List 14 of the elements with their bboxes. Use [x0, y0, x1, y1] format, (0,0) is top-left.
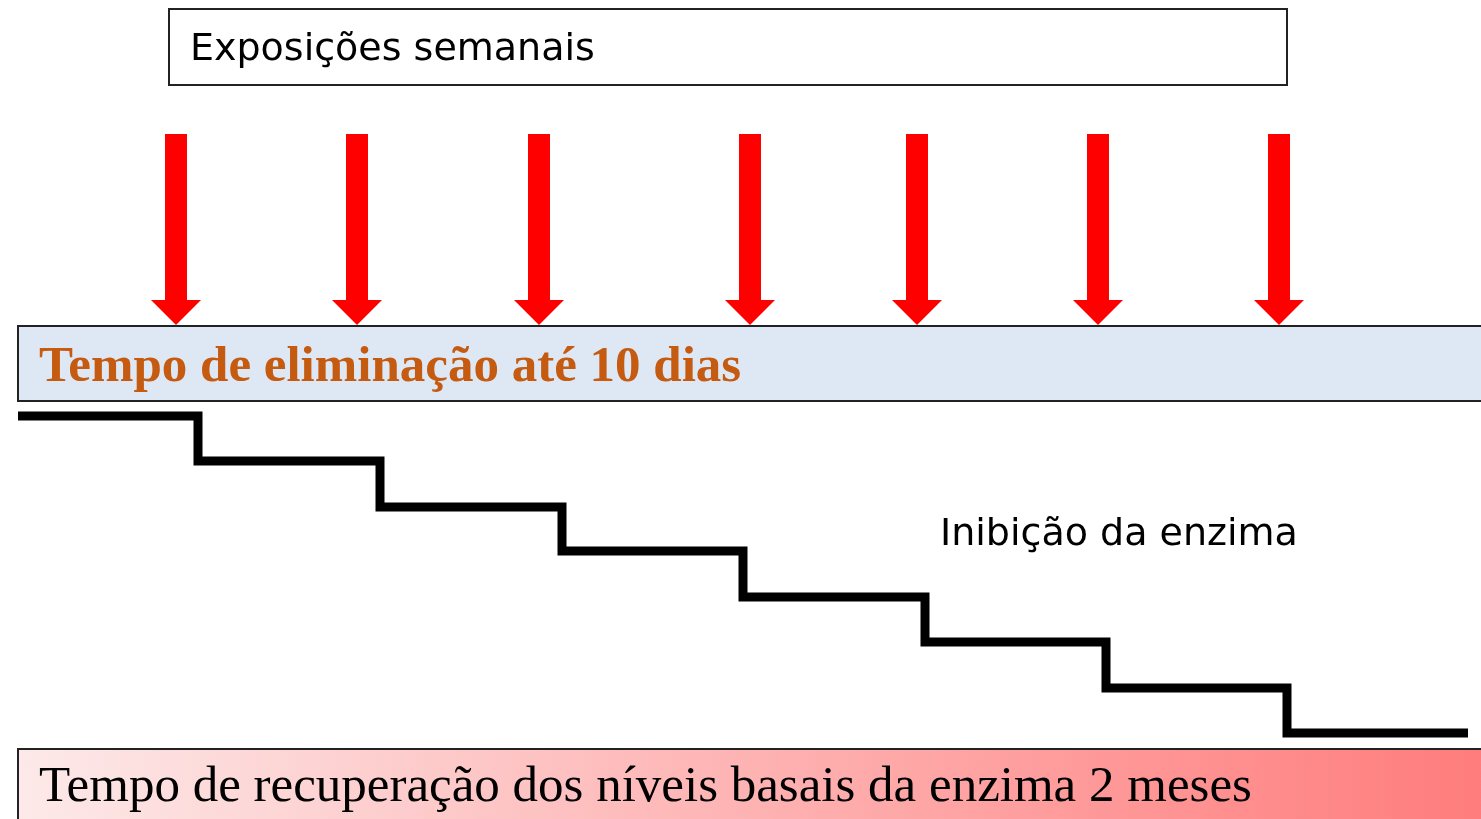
- arrow: [892, 134, 942, 325]
- band-label: Tempo de recuperação dos níveis basais da enzima 2 meses: [39, 755, 1252, 813]
- elimination-band: [17, 325, 1481, 402]
- band-label: Tempo de eliminação até 10 dias: [39, 334, 742, 393]
- arrow: [725, 134, 775, 325]
- band-label: Exposições semanais: [190, 25, 595, 69]
- arrow: [332, 134, 382, 325]
- arrow: [1073, 134, 1123, 325]
- title-box: [168, 8, 1288, 86]
- inhibition-label: Inibição da enzima: [940, 510, 1298, 554]
- arrow: [1254, 134, 1304, 325]
- arrow: [514, 134, 564, 325]
- recovery-band: [17, 748, 1481, 819]
- arrow: [151, 134, 201, 325]
